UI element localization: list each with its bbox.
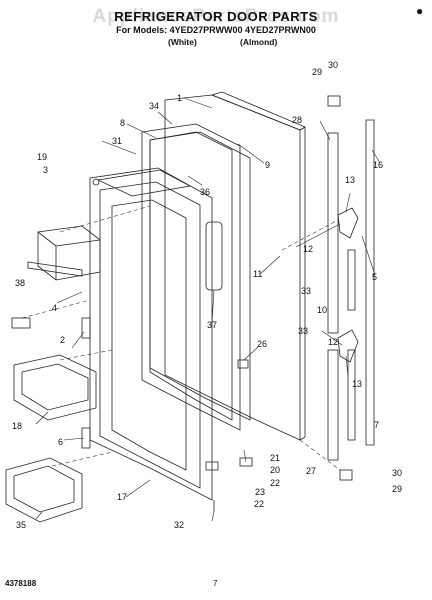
variant-almond: (Almond) [240,37,278,47]
upper-handle-bracket [337,207,359,239]
door-bin-lower [5,457,83,523]
trim-strip [27,261,83,277]
callout-22-upper: 22 [270,478,280,488]
callout-13-lower: 13 [352,379,362,389]
bracket-plate-23 [205,461,219,471]
variant-white: (White) [168,37,197,47]
callout-16: 16 [373,160,383,170]
callout-10: 10 [317,305,327,315]
alignment-line-3 [51,451,113,467]
bracket-plate-20 [239,457,253,467]
callout-2: 2 [60,335,65,345]
handle-trim-28 [327,132,339,334]
callout-35: 35 [16,520,26,530]
handle-insert-lower [347,349,356,441]
callout-23: 23 [255,487,265,497]
callout-11: 11 [253,269,262,279]
document-number: 4378188 [5,579,37,588]
shelf-support-upper [81,317,91,339]
callout-9: 9 [265,160,270,170]
alignment-line-5 [281,219,339,251]
callout-34: 34 [149,101,159,111]
callout-12-upper: 12 [303,244,313,254]
callout-27: 27 [306,466,316,476]
leader-lines [35,97,381,522]
watermark: AppliancePartsPros.com [92,6,340,27]
hinge-cap-bottom [339,469,353,481]
handle-16 [365,119,375,446]
callout-19: 19 [37,152,47,162]
hinge-bracket [11,317,31,329]
callout-30-lower: 30 [392,468,402,478]
callout-32: 32 [174,520,184,530]
model-numbers: For Models: 4YED27PRWW00 4YED27PRWN00 [116,25,316,35]
alignment-line-2 [59,349,113,361]
callout-28: 28 [292,115,302,125]
page-number: 7 [213,579,218,588]
callout-38: 38 [15,278,25,288]
door-gasket [141,123,241,431]
callout-29-upper: 29 [312,67,322,77]
callout-30-upper: 30 [328,60,338,70]
callout-18: 18 [12,421,22,431]
callout-36: 36 [200,187,210,197]
alignment-line-1 [59,205,151,233]
callout-26: 26 [257,339,267,349]
callout-21: 21 [270,453,280,463]
callout-6: 6 [58,437,63,447]
corner-mark: ● [416,4,424,18]
clip-26 [237,359,249,369]
handle-trim-27 [327,349,339,461]
callout-22-lower: 22 [254,499,264,509]
callout-12-lower: 12 [328,337,338,347]
page-title: REFRIGERATOR DOOR PARTS [114,9,318,24]
alignment-line-6 [299,439,341,471]
callout-3: 3 [43,165,48,175]
callout-labels: 1 2 3 4 5 6 7 8 9 10 11 12 12 13 13 16 1… [12,60,402,530]
callout-37: 37 [207,320,217,330]
callout-17: 17 [117,492,127,502]
callout-20: 20 [270,465,280,475]
callout-33-upper: 33 [301,286,311,296]
callout-5: 5 [372,272,377,282]
callout-1: 1 [177,93,182,103]
door-bin-upper [13,354,97,421]
callout-8: 8 [120,118,125,128]
screw-19 [92,178,100,186]
dairy-door-cover [37,225,101,281]
callout-4: 4 [52,303,57,313]
handle-insert-upper [347,249,356,311]
lower-handle-bracket [337,329,359,363]
callout-31: 31 [112,136,122,146]
callout-7: 7 [374,420,379,430]
callout-29-lower: 29 [392,484,402,494]
hinge-cap-top [327,95,341,107]
callout-13-upper: 13 [345,175,355,185]
callout-33-lower: 33 [298,326,308,336]
alignment-line-4 [21,299,91,319]
